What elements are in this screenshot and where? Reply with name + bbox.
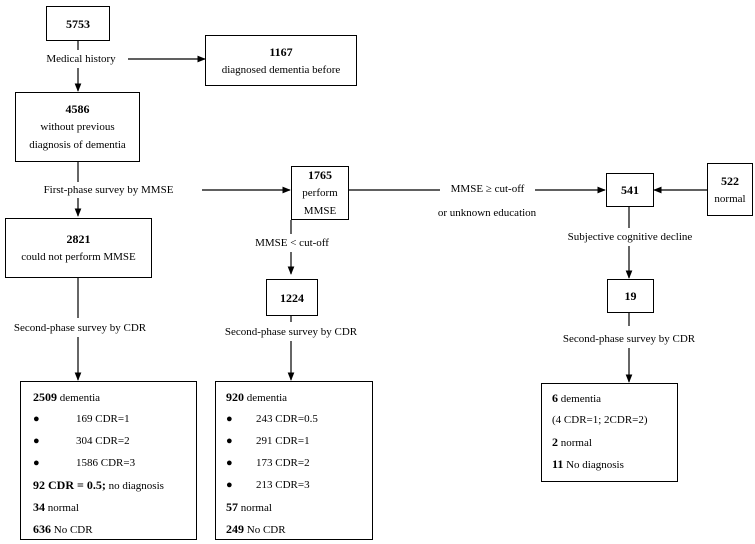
box-5753-num: 5753 (66, 16, 90, 31)
results-middle-dementia-num: 920 (226, 390, 244, 404)
results-middle-bullet-1-text: 243 CDR=0.5 (256, 413, 318, 425)
box-541-num: 541 (621, 183, 639, 197)
results-left-note-bold: 92 CDR = 0.5; (33, 478, 106, 492)
results-right-normal-text: normal (560, 437, 592, 449)
box-541: 541 (606, 173, 654, 207)
bullet-icon: ● (226, 479, 233, 491)
box-4586-num: 4586 (65, 102, 90, 116)
bullet-icon: ● (226, 435, 233, 447)
box-1167-text: diagnosed dementia before (221, 63, 341, 76)
results-left-bullet-3: ● 1586 CDR=3 (21, 452, 196, 474)
results-right-normal: 2 normal (542, 431, 677, 453)
label-second-phase-right: Second-phase survey by CDR (553, 331, 705, 347)
results-left-nocdr: 636 No CDR (21, 518, 196, 540)
label-unknown-education: or unknown education (413, 205, 561, 221)
box-19: 19 (607, 279, 654, 313)
box-1167-num: 1167 (269, 44, 293, 59)
box-522: 522 normal (707, 163, 753, 216)
results-middle-dementia-text: dementia (246, 392, 288, 404)
results-middle-bullet-1: ● 243 CDR=0.5 (216, 408, 372, 430)
label-mmse-above: MMSE ≥ cut-off (450, 183, 525, 195)
results-left-dementia-num: 2509 (33, 390, 57, 404)
box-522-text: normal (714, 192, 746, 205)
results-middle-bullet-4: ● 213 CDR=3 (216, 474, 372, 496)
results-right-detail: (4 CDR=1; 2CDR=2) (542, 409, 677, 431)
results-left-bullet-2-text: 304 CDR=2 (76, 435, 130, 447)
box-4586-text-1: without previous (40, 121, 115, 133)
results-left-bullet-2: ● 304 CDR=2 (21, 430, 196, 452)
results-left-note-text: no diagnosis (108, 480, 164, 492)
results-middle: 920 dementia ● 243 CDR=0.5 ● 291 CDR=1 ●… (215, 381, 373, 540)
box-5753: 5753 (46, 6, 110, 41)
box-19-num: 19 (624, 289, 637, 303)
results-middle-bullet-4-text: 213 CDR=3 (256, 479, 310, 491)
results-left-note: 92 CDR = 0.5; no diagnosis (21, 474, 196, 496)
label-second-phase-left: Second-phase survey by CDR (5, 320, 155, 336)
box-4586: 4586 without previous diagnosis of demen… (15, 92, 140, 162)
bullet-icon: ● (33, 413, 40, 425)
label-mmse-below: MMSE < cut-off (246, 235, 338, 251)
bullet-icon: ● (33, 457, 40, 469)
box-1167: 1167 diagnosed dementia before (205, 35, 357, 86)
results-middle-nocdr-text: No CDR (246, 524, 286, 536)
box-2821-text: could not perform MMSE (21, 251, 136, 263)
bullet-icon: ● (226, 457, 233, 469)
results-left-dementia: 2509 dementia (21, 386, 196, 408)
bullet-icon: ● (226, 413, 233, 425)
results-middle-dementia: 920 dementia (216, 386, 372, 408)
box-1765: 1765 perform MMSE (291, 166, 349, 220)
results-middle-normal-num: 57 (226, 500, 238, 514)
results-middle-normal: 57 normal (216, 496, 372, 518)
results-middle-nocdr-num: 249 (226, 522, 244, 536)
results-left-bullet-3-text: 1586 CDR=3 (76, 457, 136, 469)
results-left-nocdr-text: No CDR (53, 524, 93, 536)
results-right-dementia-text: dementia (560, 393, 602, 405)
results-right-normal-num: 2 (552, 435, 558, 449)
results-left: 2509 dementia ● 169 CDR=1 ● 304 CDR=2 ● … (20, 381, 197, 540)
results-left-bullet-1: ● 169 CDR=1 (21, 408, 196, 430)
bullet-icon: ● (33, 435, 40, 447)
box-522-num: 522 (721, 173, 739, 188)
results-left-normal: 34 normal (21, 496, 196, 518)
box-1224-num: 1224 (280, 290, 304, 305)
results-middle-normal-text: normal (240, 502, 272, 514)
results-middle-bullet-2-text: 291 CDR=1 (256, 435, 310, 447)
results-right-dementia-num: 6 (552, 391, 558, 405)
box-4586-text-2: diagnosis of dementia (29, 139, 126, 151)
box-2821-num: 2821 (66, 232, 91, 246)
box-1765-text: perform MMSE (302, 187, 338, 217)
box-2821: 2821 could not perform MMSE (5, 218, 152, 278)
label-second-phase-middle: Second-phase survey by CDR (214, 324, 368, 340)
label-first-phase: First-phase survey by MMSE (16, 182, 201, 198)
results-left-dementia-text: dementia (59, 392, 101, 404)
results-right: 6 dementia (4 CDR=1; 2CDR=2) 2 normal 11… (541, 383, 678, 482)
label-medical-history: Medical history (36, 51, 126, 67)
results-middle-bullet-3: ● 173 CDR=2 (216, 452, 372, 474)
box-1765-num: 1765 (308, 168, 332, 182)
results-middle-bullet-3-text: 173 CDR=2 (256, 457, 310, 469)
results-left-normal-text: normal (47, 502, 79, 514)
results-left-normal-num: 34 (33, 500, 45, 514)
results-right-dementia: 6 dementia (542, 387, 677, 409)
label-subjective-decline: Subjective cognitive decline (560, 229, 700, 245)
results-right-detail-text: (4 CDR=1; 2CDR=2) (552, 414, 648, 426)
results-right-nodiag-text: No diagnosis (566, 459, 624, 471)
results-middle-nocdr: 249 No CDR (216, 518, 372, 540)
box-1224: 1224 (266, 279, 318, 316)
results-right-nodiag-num: 11 (552, 457, 564, 471)
results-right-nodiag: 11 No diagnosis (542, 453, 677, 475)
results-middle-bullet-2: ● 291 CDR=1 (216, 430, 372, 452)
results-left-nocdr-num: 636 (33, 522, 51, 536)
results-left-bullet-1-text: 169 CDR=1 (76, 413, 130, 425)
